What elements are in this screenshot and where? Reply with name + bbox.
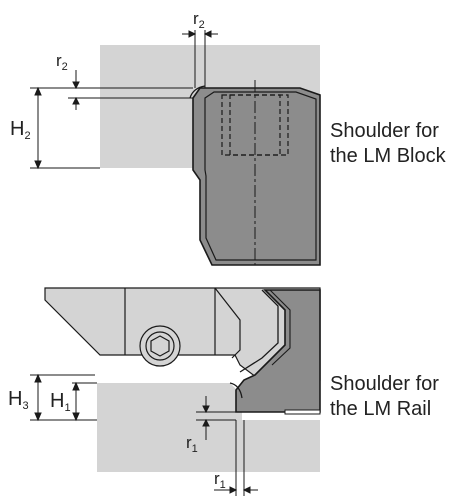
lm-rail-groove [239, 289, 279, 373]
lm-block-body [192, 87, 321, 266]
rail-caption-line1: Shoulder for [330, 373, 439, 395]
block-corner-radius [189, 85, 206, 99]
hex-bolt-icon [139, 325, 181, 367]
h1-dimension [72, 381, 97, 422]
block-caption-line1: Shoulder for [330, 120, 439, 142]
h3-label: H3 [8, 388, 29, 412]
r1-bottom-label: r1 [214, 469, 226, 491]
h1-label: H1 [50, 390, 71, 414]
r1-mid-dimension [196, 396, 236, 440]
r1-mid-label: r1 [186, 433, 198, 455]
h2-dimension [30, 86, 100, 170]
lm-rail-shoulder-diagram: H3 H1 r1 r1 Should [8, 287, 439, 496]
r2-left-dimension [68, 70, 193, 110]
lm-rail-body [235, 289, 321, 413]
r2-left-label: r2 [56, 51, 68, 73]
r2-top-dimension [182, 30, 218, 88]
h3-dimension [30, 373, 97, 422]
h2-label: H2 [10, 118, 31, 142]
lm-block-shoulder-diagram: r2 r2 H2 Shoulder for the LM Block [10, 9, 447, 266]
rail-caption-line2: the LM Rail [330, 398, 431, 420]
rail-corner-radius [229, 382, 243, 399]
rail-shoulder-area [97, 383, 320, 472]
r2-top-label: r2 [193, 9, 205, 31]
block-caption-line2: the LM Block [330, 145, 447, 167]
r1-bottom-dimension [214, 420, 258, 496]
